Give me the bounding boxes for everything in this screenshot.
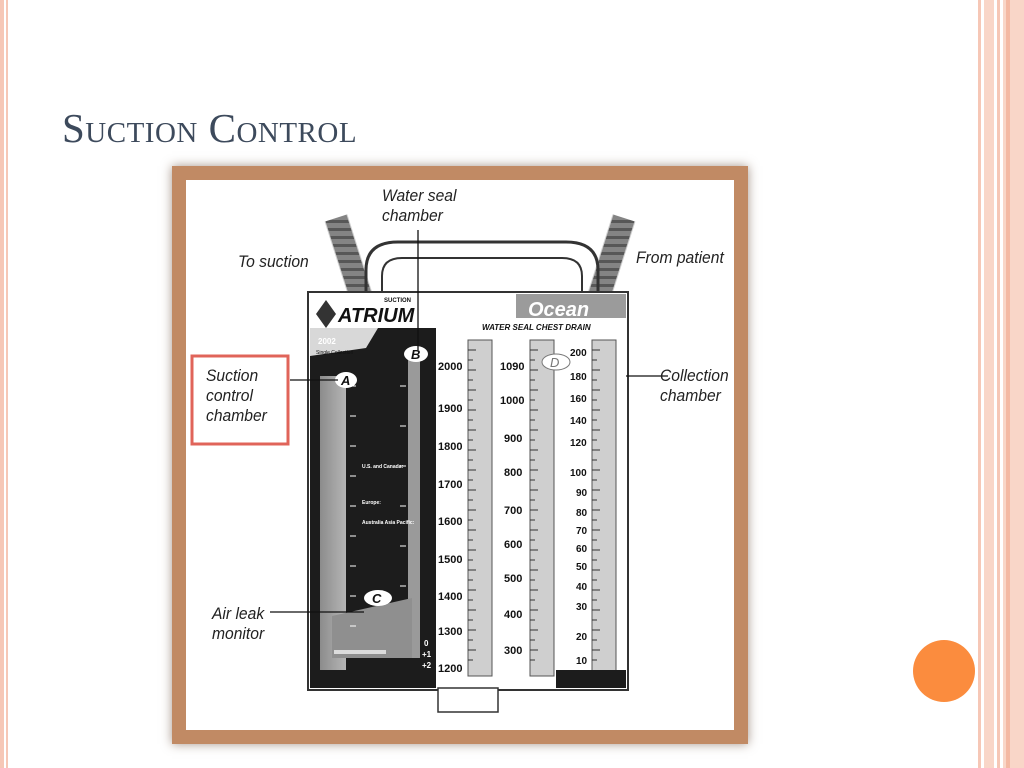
svg-text:800: 800 bbox=[504, 467, 522, 479]
svg-text:500: 500 bbox=[504, 573, 522, 585]
svg-text:180: 180 bbox=[570, 372, 587, 383]
chamber-letter-b: B bbox=[404, 346, 428, 362]
scale-ticks bbox=[350, 349, 600, 661]
left-decorative-rule bbox=[0, 0, 10, 768]
svg-text:80: 80 bbox=[576, 508, 588, 519]
svg-text:C: C bbox=[372, 591, 382, 606]
svg-text:70: 70 bbox=[576, 526, 588, 537]
svg-text:A: A bbox=[340, 373, 350, 388]
svg-text:0: 0 bbox=[424, 639, 429, 648]
scale-mid-numbers: 1090 1000 900 800 700 600 500 400 300 bbox=[500, 361, 524, 657]
slide-title: Suction Control bbox=[62, 105, 358, 151]
label-water-seal-chamber: Water seal chamber bbox=[382, 186, 457, 225]
svg-text:30: 30 bbox=[576, 602, 588, 613]
svg-text:1000: 1000 bbox=[500, 395, 524, 407]
suction-control-highlight-box bbox=[190, 354, 290, 446]
chest-drain-illustration: SUCTION ATRIUM Ocean WATER SEAL CHEST DR… bbox=[190, 214, 668, 713]
svg-text:100: 100 bbox=[570, 468, 587, 479]
svg-text:1400: 1400 bbox=[438, 591, 462, 603]
chamber-letter-d: D bbox=[541, 353, 571, 371]
svg-text:+1: +1 bbox=[422, 650, 432, 659]
model-label: Ocean bbox=[528, 299, 589, 321]
subtitle-label: WATER SEAL CHEST DRAIN bbox=[482, 323, 591, 332]
svg-text:1500: 1500 bbox=[438, 554, 462, 566]
svg-text:200: 200 bbox=[570, 348, 587, 359]
chamber-letter-c: C bbox=[364, 590, 392, 606]
scale-small-numbers: 200 180 160 140 120 100 90 80 70 60 50 4… bbox=[570, 348, 588, 667]
chest-drain-diagram: SUCTION ATRIUM Ocean WATER SEAL CHEST DR… bbox=[186, 180, 734, 730]
svg-text:1090: 1090 bbox=[500, 361, 524, 373]
label-to-suction: To suction bbox=[238, 252, 309, 271]
carry-handle bbox=[364, 240, 600, 298]
svg-text:300: 300 bbox=[504, 645, 522, 657]
svg-text:40: 40 bbox=[576, 582, 588, 593]
contact-europe: Europe: bbox=[362, 500, 381, 506]
svg-text:400: 400 bbox=[504, 609, 522, 621]
brand-label: ATRIUM bbox=[337, 305, 416, 327]
contact-us-canada: U.S. and Canada: bbox=[362, 464, 403, 470]
scale-large-numbers: 2000 1900 1800 1700 1600 1500 1400 1300 … bbox=[438, 361, 462, 675]
svg-text:1300: 1300 bbox=[438, 626, 462, 638]
svg-text:1700: 1700 bbox=[438, 479, 462, 491]
label-collection-chamber: Collection chamber bbox=[660, 366, 729, 405]
model-note-label: Single Collection bbox=[316, 350, 353, 356]
svg-text:160: 160 bbox=[570, 394, 587, 405]
figure-frame: SUCTION ATRIUM Ocean WATER SEAL CHEST DR… bbox=[172, 166, 748, 744]
accent-circle bbox=[913, 640, 975, 702]
svg-text:10: 10 bbox=[576, 656, 588, 667]
svg-text:+2: +2 bbox=[422, 661, 432, 670]
svg-text:20: 20 bbox=[576, 632, 588, 643]
svg-text:1600: 1600 bbox=[438, 516, 462, 528]
svg-text:900: 900 bbox=[504, 433, 522, 445]
svg-text:140: 140 bbox=[570, 416, 587, 427]
svg-text:90: 90 bbox=[576, 488, 588, 499]
svg-text:60: 60 bbox=[576, 544, 588, 555]
svg-text:1800: 1800 bbox=[438, 441, 462, 453]
contact-asia-pacific: Australia Asia Pacific: bbox=[362, 520, 415, 526]
svg-text:D: D bbox=[550, 355, 559, 370]
label-air-leak-monitor: Air leak monitor bbox=[212, 604, 265, 643]
svg-text:2000: 2000 bbox=[438, 361, 462, 373]
water-seal-marks: 0 +1 +2 bbox=[422, 639, 432, 670]
svg-text:1200: 1200 bbox=[438, 663, 462, 675]
svg-text:B: B bbox=[411, 347, 420, 362]
svg-text:1900: 1900 bbox=[438, 403, 462, 415]
svg-text:700: 700 bbox=[504, 505, 522, 517]
right-decorative-bars bbox=[978, 0, 1024, 768]
model-year-label: 2002 bbox=[318, 337, 336, 346]
brand-small-label: SUCTION bbox=[384, 298, 411, 304]
svg-text:50: 50 bbox=[576, 562, 588, 573]
label-suction-control-chamber: Suction control chamber bbox=[206, 366, 267, 425]
svg-text:600: 600 bbox=[504, 539, 522, 551]
chamber-letter-a: A bbox=[335, 372, 357, 388]
label-from-patient: From patient bbox=[636, 248, 724, 267]
svg-text:120: 120 bbox=[570, 438, 587, 449]
